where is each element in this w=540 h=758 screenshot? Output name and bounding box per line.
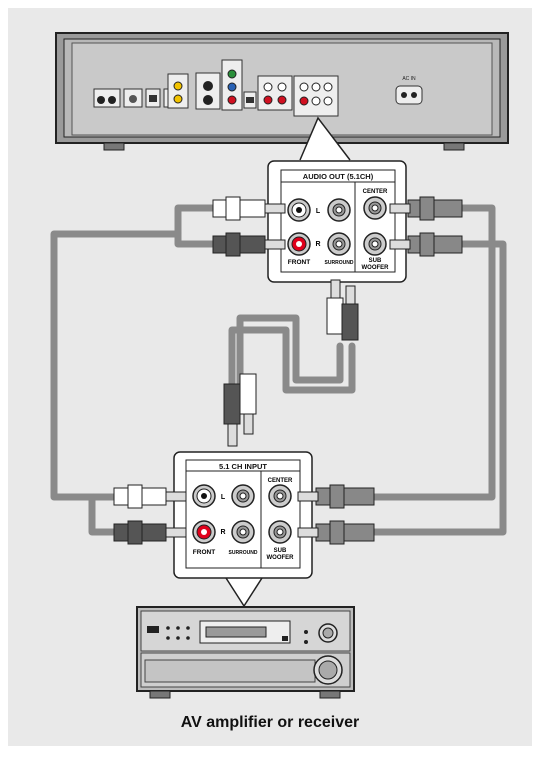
amp-surround-label: SURROUND xyxy=(229,550,258,556)
amp-r-label: R xyxy=(220,529,225,536)
player-sub-label: SUB xyxy=(369,258,382,264)
amp-surround-plugs xyxy=(223,373,257,447)
player-center-label: CENTER xyxy=(363,189,388,195)
player-surround-label: SURROUND xyxy=(325,260,354,266)
amp-l-label: L xyxy=(221,494,226,501)
player-plugs xyxy=(212,196,463,341)
amp-panel-title: 5.1 CH INPUT xyxy=(219,462,267,471)
player-panel-title: AUDIO OUT (5.1CH) xyxy=(303,172,374,181)
amp-5-1-input-panel xyxy=(173,451,313,579)
amplifier-caption: AV amplifier or receiver xyxy=(180,714,360,731)
dvd-player-rear xyxy=(55,32,509,151)
player-r-label: R xyxy=(315,241,320,248)
player-front-label: FRONT xyxy=(288,259,310,266)
player-callout-pointer xyxy=(299,116,351,161)
av-amplifier xyxy=(136,606,355,699)
ac-in-label: AC IN xyxy=(402,76,416,82)
player-audio-out-panel xyxy=(267,160,407,283)
player-woofer-label: WOOFER xyxy=(362,265,390,271)
cables xyxy=(50,204,507,536)
amp-woofer-label: WOOFER xyxy=(267,555,295,561)
player-l-label: L xyxy=(316,208,321,215)
amp-plugs xyxy=(113,484,375,545)
amp-front-label: FRONT xyxy=(193,549,215,556)
amp-center-label: CENTER xyxy=(268,478,293,484)
amp-sub-label: SUB xyxy=(274,548,287,554)
